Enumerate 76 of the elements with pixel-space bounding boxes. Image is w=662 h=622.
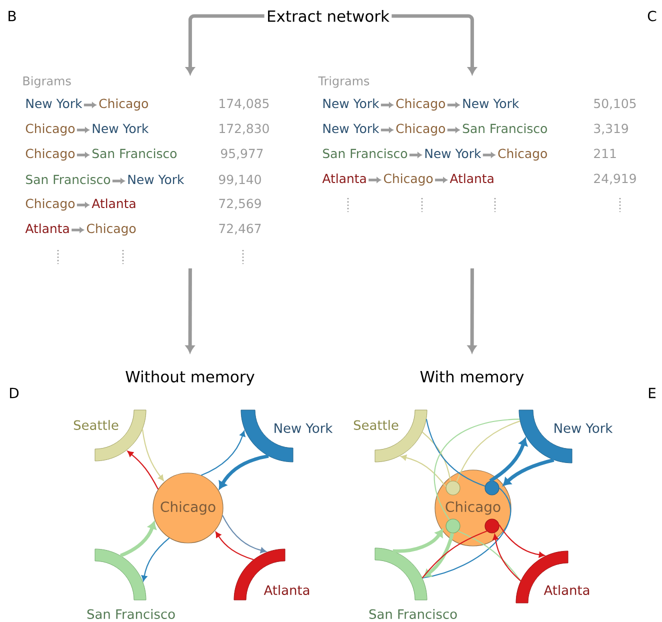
city-arc: Atlanta	[516, 550, 590, 604]
connector-arrow	[215, 532, 254, 560]
panel-letter: B	[8, 10, 16, 22]
city-arc: San Francisco	[369, 548, 457, 619]
city-name: Chicago	[26, 124, 75, 136]
count-table: Trigrams	[318, 76, 370, 88]
city-arc: New York	[240, 410, 333, 462]
memory-circle	[484, 480, 500, 496]
count-value: 174,085	[220, 98, 269, 110]
city-name: Atlanta	[450, 174, 494, 184]
city-name: Atlanta	[25, 224, 69, 234]
node-label: San Francisco	[87, 608, 175, 620]
connector-arrow	[222, 515, 266, 554]
city-name: New York	[463, 98, 520, 108]
connector-arrow	[392, 14, 476, 75]
city-name: New York	[92, 124, 149, 134]
panel-title: Without memory	[126, 370, 254, 386]
memory-circle	[446, 480, 460, 496]
memory-circle	[484, 518, 500, 534]
connector-arrow	[186, 14, 264, 75]
city-name: New York	[128, 174, 184, 184]
city-name: Chicago	[87, 224, 136, 236]
city-name: San Francisco	[462, 124, 547, 134]
city-name: New York	[26, 98, 82, 108]
connector-arrow	[186, 268, 194, 353]
city-name: New York	[323, 124, 380, 134]
city-name: Atlanta	[92, 198, 136, 208]
city-name: Chicago	[396, 98, 445, 111]
step-label: Extract network	[268, 10, 390, 22]
city-name: San Francisco	[323, 148, 408, 158]
connector-arrow	[400, 454, 446, 488]
connector-arrow	[489, 438, 528, 482]
connector-arrow	[201, 430, 246, 476]
city-name: Chicago	[99, 98, 148, 111]
city-name: New York	[323, 98, 380, 108]
connector-arrow	[392, 529, 444, 553]
city-arc: Seattle	[354, 410, 428, 462]
panel-letter: E	[648, 388, 656, 398]
count-value: 172,830	[220, 124, 269, 134]
city-name: Chicago	[26, 148, 75, 161]
node-label: San Francisco	[369, 608, 457, 620]
count-value: 24,919	[594, 174, 636, 184]
count-value: 72,467	[219, 224, 261, 234]
connector-arrow	[502, 458, 554, 486]
count-value: 50,105	[594, 98, 636, 110]
city-name: San Francisco	[92, 148, 177, 158]
city-name: New York	[425, 148, 482, 158]
connector-arrow	[492, 534, 522, 582]
connector-arrow	[141, 538, 170, 582]
count-value: 3,319	[594, 124, 628, 134]
city-name: San Francisco	[26, 174, 110, 184]
panel-letter: C	[648, 10, 656, 22]
count-value: 211	[594, 148, 616, 158]
city-name: Chicago	[26, 198, 75, 211]
count-table: Bigrams	[23, 76, 71, 88]
city-name: Chicago	[396, 124, 445, 136]
connector-arrow	[423, 532, 454, 578]
city-name: Chicago	[498, 148, 547, 161]
connector-arrow	[468, 268, 476, 353]
city-arc: San Francisco	[87, 548, 175, 619]
panel-letter: D	[10, 388, 19, 398]
city-arc: Seattle	[74, 410, 146, 462]
count-value: 95,977	[220, 148, 263, 160]
count-value: 72,569	[219, 198, 261, 210]
connector-arrow	[498, 524, 545, 558]
connector-arrow	[218, 454, 269, 490]
connector-arrow	[120, 521, 156, 558]
count-value: 99,140	[218, 174, 261, 186]
city-name: Atlanta	[322, 174, 366, 184]
connector-arrow	[127, 450, 159, 490]
city-arc: New York	[518, 410, 613, 464]
connector-arrow	[142, 429, 164, 481]
memory-circle	[446, 518, 460, 534]
city-arc: Atlanta	[234, 548, 310, 600]
panel-title: With memory	[420, 370, 524, 386]
city-name: Chicago	[384, 174, 433, 186]
